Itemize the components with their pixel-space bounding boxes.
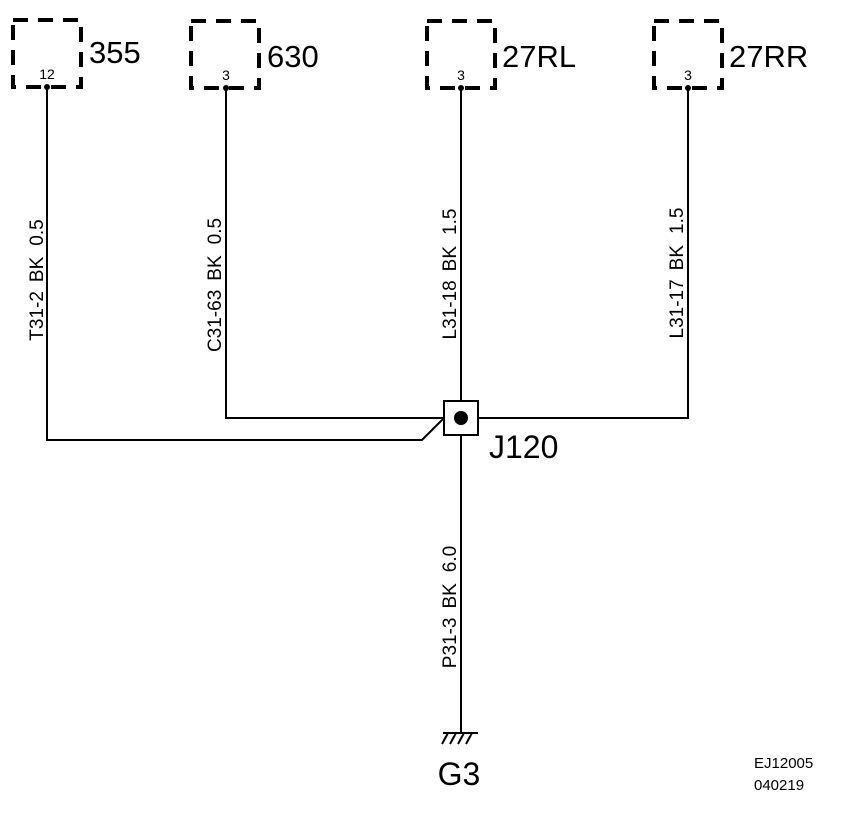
connector-27rr-box [652, 19, 724, 90]
drawing-code: EJ12005 040219 [754, 755, 813, 794]
wire-label-p31-3: P31-3BK6.0 [440, 546, 461, 668]
junction-label: J120 [489, 429, 558, 465]
wire-l31-17 [478, 88, 689, 419]
pin-dot-27rl [458, 85, 464, 91]
connector-355-pin: 12 [39, 66, 55, 82]
connector-355-box [11, 18, 83, 89]
connector-630-pin: 3 [222, 67, 230, 83]
pin-dot-27rr [685, 85, 691, 91]
ground-g3: G3 [438, 732, 481, 792]
connector-27rr-pin: 3 [684, 67, 692, 83]
connector-27rl: 3 27RL [425, 19, 576, 90]
connector-27rr: 3 27RR [652, 19, 808, 90]
junction-box [443, 400, 479, 436]
connector-630-box [189, 19, 261, 90]
wire-label-l31-18: L31-18BK1.5 [440, 209, 461, 340]
pin-dot-355 [44, 84, 50, 90]
wire-label-t31-2: T31-2BK0.5 [27, 219, 48, 340]
ground-symbol-icon [441, 732, 478, 745]
junction-j120: J120 [443, 400, 558, 465]
wire-label-c31-63: C31-63BK0.5 [205, 218, 226, 352]
drawing-code-line1: EJ12005 [754, 755, 813, 772]
connector-27rl-box [425, 19, 497, 90]
wire-label-l31-17: L31-17BK1.5 [667, 208, 688, 339]
pin-dot-630 [223, 85, 229, 91]
connector-27rr-label: 27RR [729, 39, 808, 74]
connector-355: 12 355 [11, 18, 141, 89]
connector-27rl-pin: 3 [457, 67, 465, 83]
connector-27rl-label: 27RL [502, 39, 576, 74]
drawing-code-line2: 040219 [754, 777, 804, 794]
wire-t31-2 [46, 87, 445, 441]
ground-label: G3 [438, 756, 481, 792]
junction-dot [454, 411, 468, 425]
connector-630: 3 630 [189, 19, 319, 90]
wire-c31-63 [225, 88, 444, 419]
connector-355-label: 355 [89, 35, 141, 70]
connector-630-label: 630 [267, 39, 319, 74]
